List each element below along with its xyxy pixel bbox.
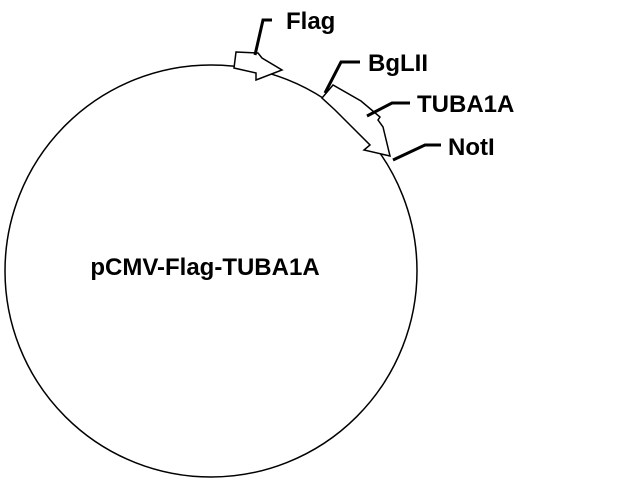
tuba1a-label: TUBA1A xyxy=(417,91,514,118)
plasmid-name: pCMV-Flag-TUBA1A xyxy=(90,254,319,281)
flag-label: Flag xyxy=(286,8,335,35)
plasmid-backbone xyxy=(4,64,418,478)
noti-site-label: NotI xyxy=(448,134,495,161)
tuba1a-leader-line xyxy=(366,101,410,118)
tuba1a-feature-arrow xyxy=(320,84,392,158)
noti-leader-line xyxy=(392,143,441,162)
flag-feature-arrow xyxy=(233,51,284,82)
bglii-leader-line xyxy=(323,60,360,94)
bglii-site-label: BgLII xyxy=(368,50,428,77)
flag-leader-line xyxy=(253,18,272,56)
